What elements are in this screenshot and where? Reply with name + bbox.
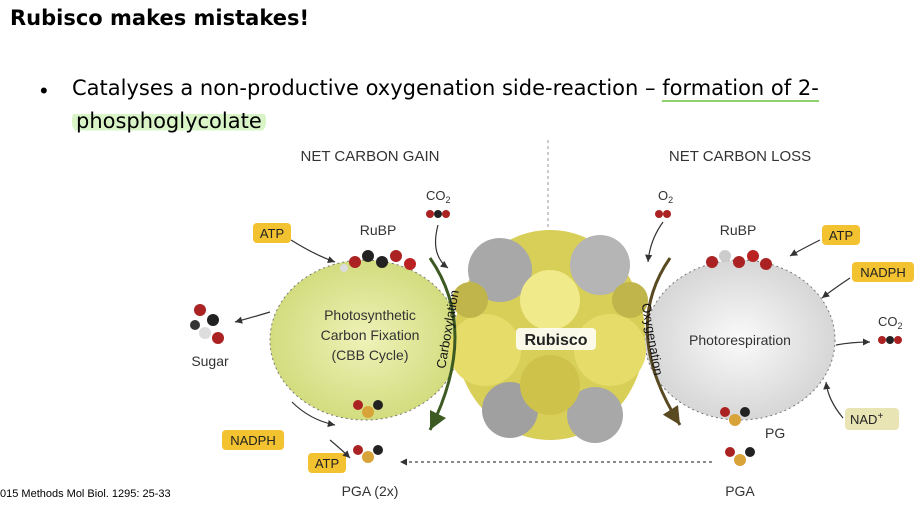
photorespiration-label: Photorespiration [689, 332, 791, 348]
o2-label: O2 [658, 188, 673, 205]
nad-arrow [823, 381, 844, 419]
nadph-right-text: NADPH [860, 265, 906, 280]
cbb-line-2: Carbon Fixation [321, 327, 420, 343]
atp-left-top-text: ATP [260, 226, 284, 241]
citation: 015 Methods Mol Biol. 1295: 25-33 [0, 488, 171, 500]
pga-right-molecule-icon [725, 447, 755, 466]
pga-left-molecule-icon [353, 400, 383, 463]
o2-arrow [645, 221, 664, 263]
oxygenation-arrow [645, 257, 682, 426]
pga-left-label: PGA (2x) [342, 483, 399, 499]
atp-left-arrow [290, 239, 336, 264]
cbb-line-1: Photosynthetic [324, 307, 416, 323]
co2-left-label: CO2 [426, 188, 451, 205]
atp-right-tag [822, 225, 860, 245]
carboxylation-arrow [428, 257, 457, 431]
rubisco-protein-image [449, 230, 648, 443]
atp-left-top-tag [253, 223, 291, 243]
co2-right-molecule-icon [878, 336, 902, 344]
rubp-left-molecule-icon [340, 250, 416, 272]
photorespiration-ellipse [644, 259, 836, 421]
nadph-left-tag [222, 430, 284, 450]
rubp-left-label: RuBP [360, 222, 397, 238]
atp-right-arrow [789, 239, 821, 257]
net-carbon-loss-heading: NET CARBON LOSS [669, 148, 811, 165]
nadph-right-arrow [821, 277, 851, 299]
net-carbon-gain-heading: NET CARBON GAIN [301, 148, 440, 165]
bullet-text: Catalyses a non-productive oxygenation s… [72, 72, 902, 138]
rubp-right-label: RuBP [720, 222, 757, 238]
atp-left-bottom-text: ATP [315, 456, 339, 471]
nadph-left-text: NADPH [230, 433, 276, 448]
atp-right-text: ATP [829, 228, 853, 243]
o2-molecule-icon [655, 210, 671, 218]
bullet-marker: • [40, 78, 48, 103]
pg-label: PG [765, 425, 785, 441]
nadph-left-arrow [291, 401, 336, 428]
slide-title: Rubisco makes mistakes! [10, 6, 310, 30]
pga-right-label: PGA [725, 483, 755, 499]
cbb-line-3: (CBB Cycle) [331, 347, 408, 363]
bullet-highlight-1: formation of 2- [662, 76, 819, 102]
bullet-plain-text: Catalyses a non-productive oxygenation s… [72, 76, 656, 100]
sugar-molecule-icon [190, 304, 224, 344]
rubisco-label-bg [516, 328, 596, 350]
sugar-label: Sugar [191, 353, 229, 369]
pg-molecule-icon [720, 407, 750, 426]
atp-left-bottom-tag [308, 453, 346, 473]
rubp-right-molecule-icon [706, 250, 772, 270]
nad-text: NAD+ [850, 411, 883, 427]
bullet-highlight-2: phosphoglycolate [72, 109, 266, 133]
rubisco-label: Rubisco [524, 332, 587, 349]
co2-left-molecule-icon [426, 210, 450, 218]
co2-right-arrow [835, 338, 871, 346]
co2-left-arrow [435, 224, 449, 269]
sugar-arrow [234, 311, 271, 324]
nadph-right-tag [852, 262, 914, 282]
co2-right-label: CO2 [878, 314, 903, 331]
nad-tag [845, 408, 899, 430]
atp-left-bottom-arrow [329, 439, 351, 459]
